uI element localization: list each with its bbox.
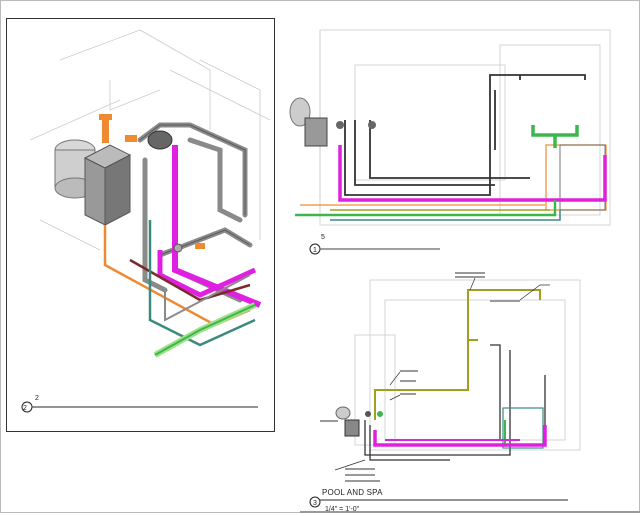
magenta-pipe <box>172 145 262 308</box>
view-3-scale: 1/4" = 1'-0" <box>325 506 360 513</box>
view-2-number: 2 <box>21 403 33 410</box>
view-3-title: POOL AND SPA <box>322 488 383 497</box>
view-2-label: 2 <box>35 395 39 402</box>
svg-text:2: 2 <box>23 405 27 412</box>
view-1-number: 1 <box>309 245 321 252</box>
view-1-plan[interactable] <box>289 29 611 255</box>
svg-text:1: 1 <box>313 247 317 254</box>
view-3-pool-and-spa[interactable] <box>309 272 581 508</box>
view-2-isometric[interactable] <box>6 18 275 432</box>
view-1-title: 5 <box>321 234 325 241</box>
view-3-number: 3 <box>309 498 321 505</box>
heater-unit <box>83 144 132 226</box>
svg-text:3: 3 <box>313 500 317 507</box>
